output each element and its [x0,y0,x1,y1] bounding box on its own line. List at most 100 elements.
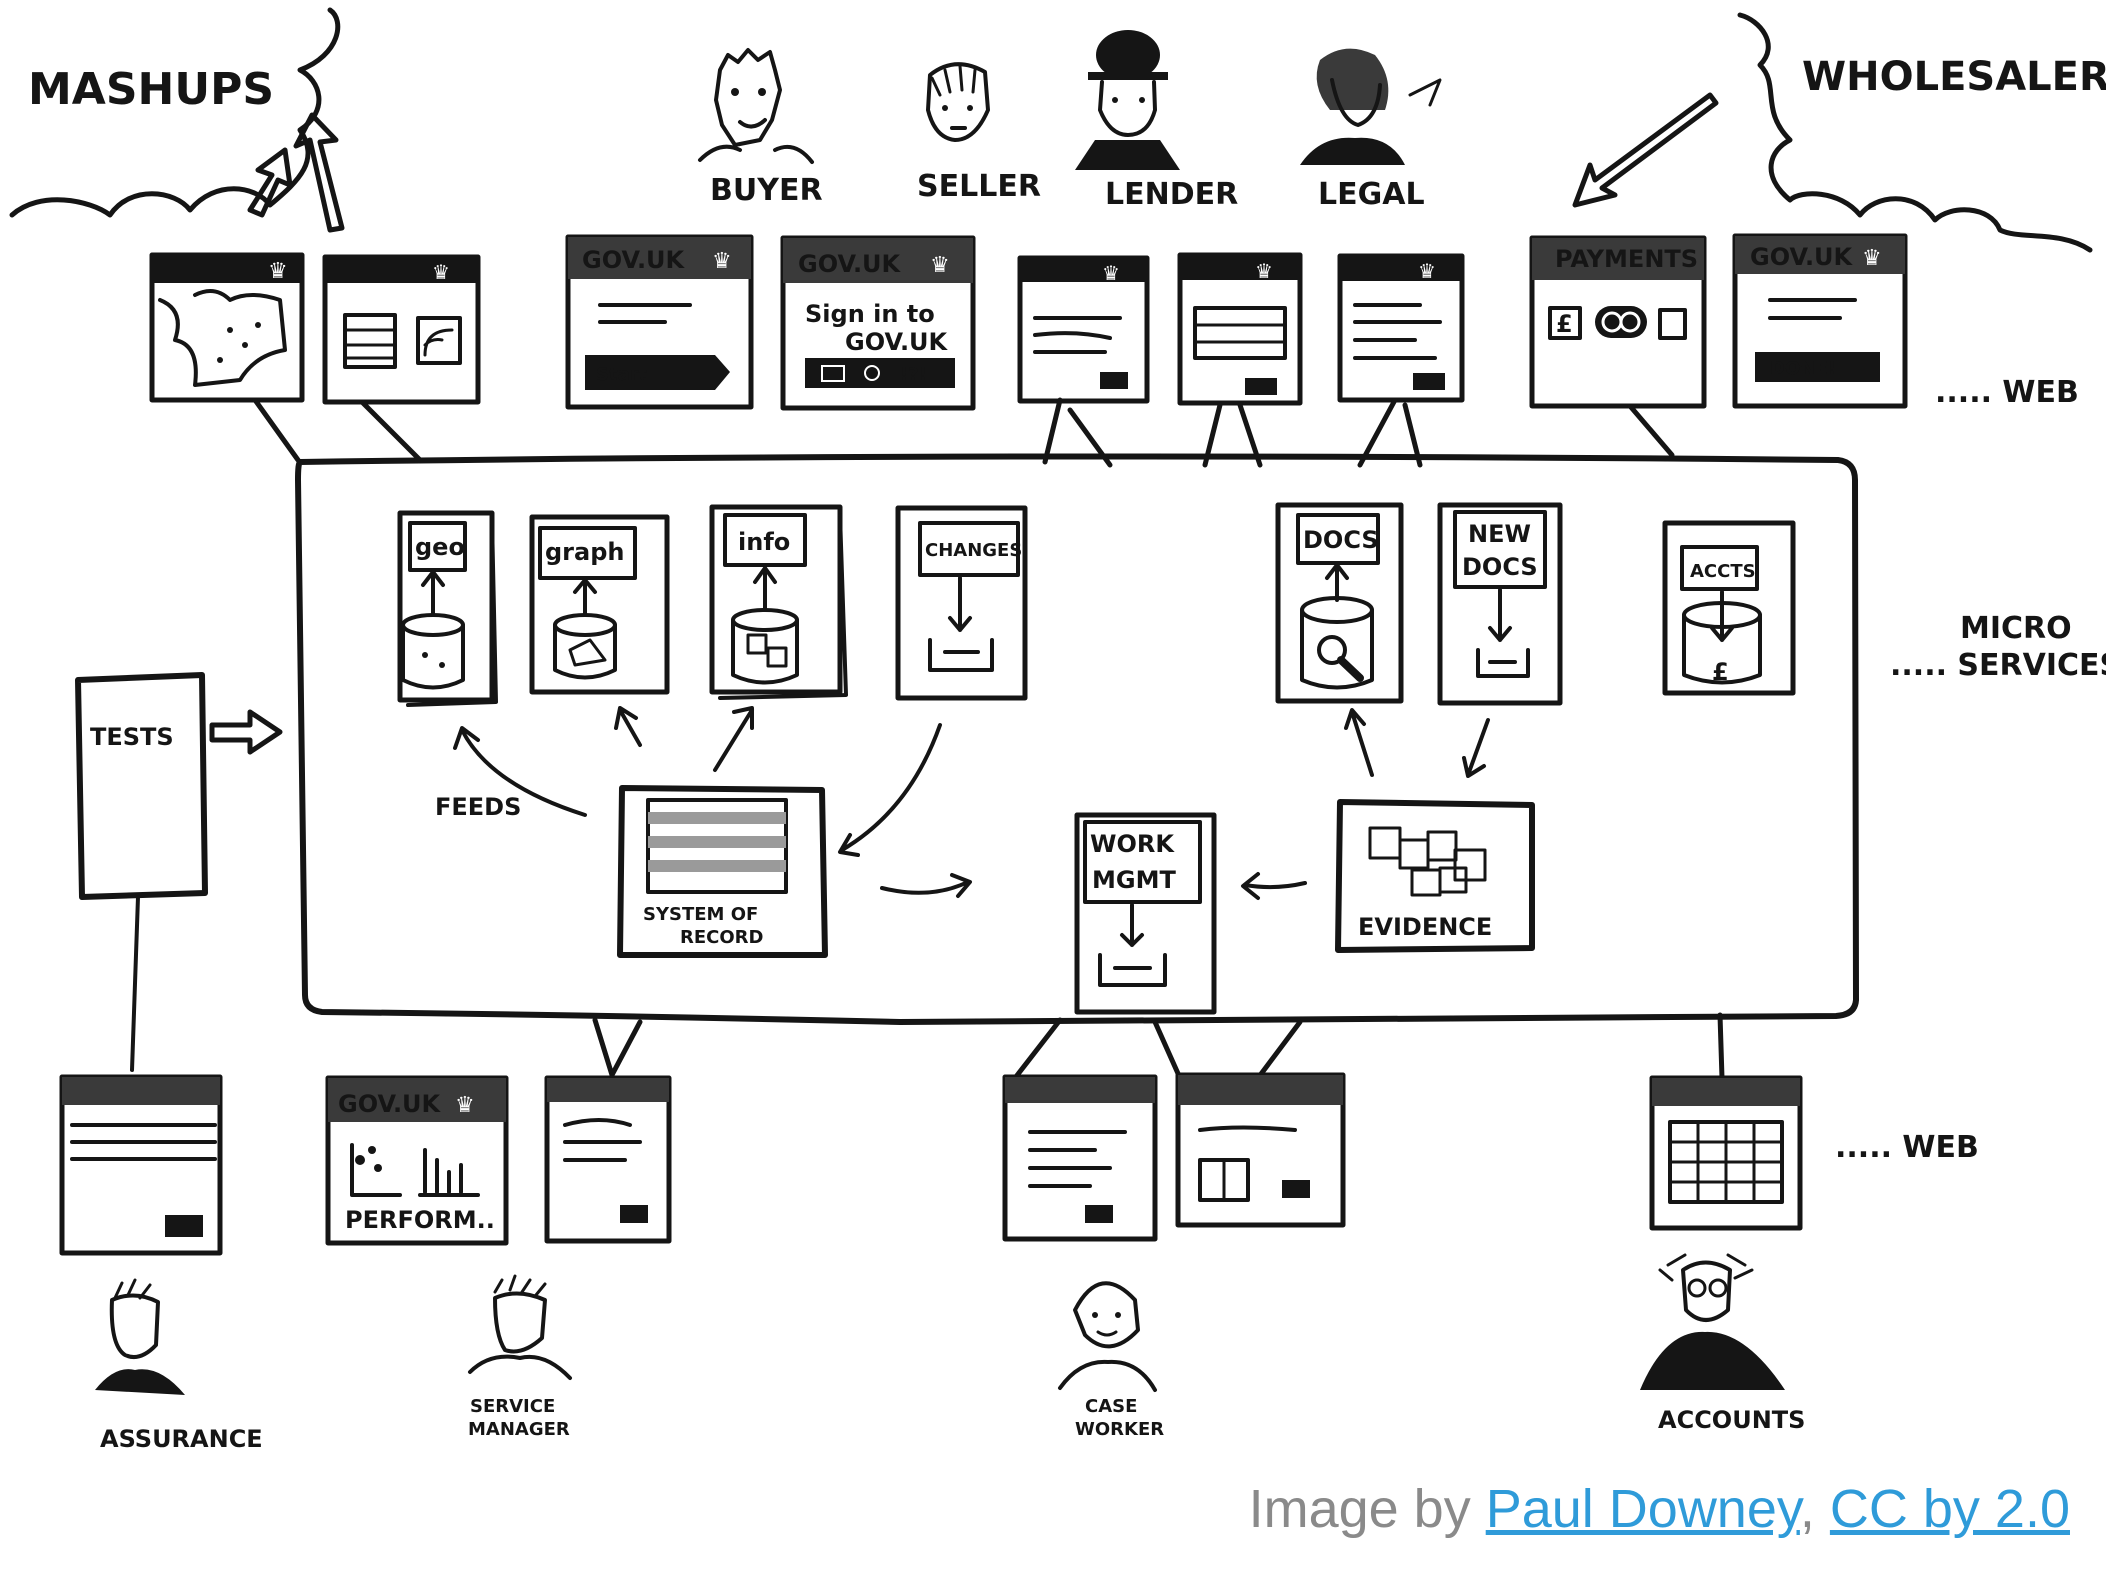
work-mgmt-label-2: MGMT [1092,866,1176,894]
crown-icon: ♛ [432,262,450,284]
micro-label-1: MICRO [1960,611,2072,646]
role-assurance: ASSURANCE [100,1425,263,1453]
assurance-figure: ASSURANCE [95,1278,263,1453]
license-link[interactable]: CC by 2.0 [1829,1479,2070,1539]
docs-service: DOCS [1275,502,1404,704]
system-of-record-label-1: SYSTEM OF [643,904,758,925]
new-docs-label-1: NEW [1468,520,1531,548]
buyer-figure: BUYER [698,48,823,208]
payments-screen: PAYMENTS £ [1529,235,1707,409]
evidence-service: EVIDENCE [1335,799,1535,953]
changes-service: CHANGES [895,505,1028,701]
accts-label: ACCTS [1690,561,1756,582]
internal-arrows: FEEDS [435,706,1490,900]
system-of-record-label-2: RECORD [680,927,763,948]
service-screen [544,1075,672,1244]
role-lender: LENDER [1105,177,1238,212]
lender-form-screen-1: ♛ [1017,255,1150,404]
caseworker-screen-1 [1002,1074,1158,1242]
wholesalers-label: WHOLESALERS [1802,54,2106,100]
crown-icon: ♛ [1418,261,1436,283]
info-service: info [709,504,848,700]
role-accounts: ACCOUNTS [1658,1406,1805,1434]
assurance-screen [59,1074,223,1256]
role-service-manager-1: SERVICE [470,1396,555,1417]
work-mgmt-label-1: WORK [1090,830,1175,858]
crown-icon: ♛ [712,248,732,273]
performance-screen: GOV.UK ♛ PERFORM.. [325,1075,509,1246]
case-worker-figure: CASE WORKER [1058,1281,1164,1440]
performance-label: PERFORM.. [345,1206,495,1234]
mashups-label: MASHUPS [28,64,274,115]
work-management: WORK MGMT [1074,812,1217,1015]
wholesalers-cloud: WHOLESALERS [1572,12,2106,253]
govuk-signin-screen: GOV.UK ♛ Sign in to GOV.UK !?! [780,235,976,411]
credit-separator: , [1799,1479,1830,1539]
credit-prefix: Image by [1248,1479,1486,1539]
evidence-label: EVIDENCE [1358,913,1492,941]
feed-screen: ♛ [322,254,481,405]
crown-icon: ♛ [1862,245,1882,270]
geo-service: geo [397,510,498,707]
done-button: DONE! [1770,358,1836,379]
micro-label-2: ..... SERVICES [1890,648,2106,683]
crown-icon: ♛ [930,252,950,277]
map-screen: ♛ [149,252,305,403]
image-credit: Image by Paul Downey, CC by 2.0 [1249,1478,2070,1540]
govuk-start-screen: GOV.UK ♛ Start [565,234,754,410]
role-legal: LEGAL [1318,177,1425,212]
docs-label: DOCS [1303,526,1379,554]
signin-text-1: Sign in to [805,300,935,328]
govuk-brand: GOV.UK [582,246,686,274]
crown-icon: ♛ [268,258,288,283]
accounts-figure: ACCOUNTS [1640,1253,1805,1434]
start-button: Start [596,364,648,385]
role-case-worker-1: CASE [1085,1396,1137,1417]
graph-label: graph [545,538,624,566]
crown-icon: ♛ [1255,261,1273,283]
signin-text-2: GOV.UK [845,328,949,356]
role-case-worker-2: WORKER [1075,1419,1164,1440]
author-link[interactable]: Paul Downey [1485,1479,1800,1539]
legal-figure: LEGAL [1300,48,1442,212]
mashups-cloud: MASHUPS [9,7,345,233]
accounts-screen [1649,1075,1803,1231]
seller-figure: SELLER [917,62,1041,204]
role-seller: SELLER [917,169,1041,204]
tests-label: TESTS [90,723,174,751]
pound-icon: £ [1712,658,1729,686]
crown-icon: ♛ [1102,263,1120,285]
govuk-done-screen: GOV.UK ♛ DONE! [1732,233,1908,409]
rss-icon [423,328,454,357]
info-label: info [738,528,790,556]
caseworker-screen-2 [1175,1072,1346,1228]
web-top-label: ..... WEB [1935,375,2079,410]
accts-service: ACCTS £ [1662,520,1796,696]
govuk-brand: GOV.UK [798,250,902,278]
micro-services-boundary [295,453,1859,1025]
lender-form-screen-2: ♛ [1177,252,1303,406]
lender-figure: LENDER [1075,30,1238,212]
geo-label: geo [415,533,465,561]
performance-brand: GOV.UK [338,1090,442,1118]
pound-icon: £ [1556,310,1573,338]
signin-controls: !?! [900,364,927,385]
web-bottom-label: ..... WEB [1835,1130,1979,1165]
tests-panel: TESTS [75,672,283,1072]
system-of-record: SYSTEM OF RECORD [617,785,828,958]
new-docs-label-2: DOCS [1462,553,1538,581]
role-buyer: BUYER [710,173,823,208]
payments-title: PAYMENTS [1555,245,1698,273]
crown-icon: ♛ [455,1092,475,1117]
role-service-manager-2: MANAGER [468,1419,570,1440]
new-docs-service: NEW DOCS [1437,502,1563,706]
graph-service: graph [529,514,670,695]
changes-label: CHANGES [925,540,1022,561]
feeds-label: FEEDS [435,793,521,821]
govuk-brand: GOV.UK [1750,243,1854,271]
service-manager-figure: SERVICE MANAGER [468,1274,572,1440]
search-icon [1317,635,1347,665]
legal-form-screen: ♛ [1337,253,1465,403]
